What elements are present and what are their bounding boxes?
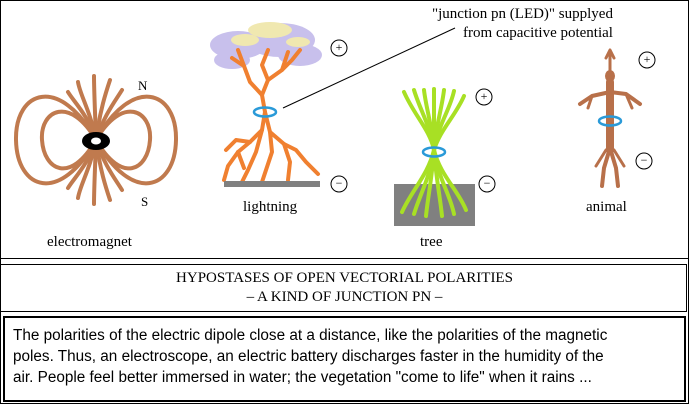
title-line-1: HYPOSTASES OF OPEN VECTORIAL POLARITIES xyxy=(176,270,513,286)
cloud xyxy=(210,22,322,69)
tree-minus-circle xyxy=(478,175,496,193)
lightning-plus-circle xyxy=(330,39,348,57)
animal-junction-ring xyxy=(597,115,623,127)
callout-pointer xyxy=(282,27,456,109)
lightning-junction-ring xyxy=(252,106,278,118)
lightning-label: lightning xyxy=(243,199,298,215)
animal-figure xyxy=(578,48,642,188)
lightning-bolt xyxy=(222,48,320,184)
tree-label: tree xyxy=(420,234,443,250)
animal-plus-circle xyxy=(638,51,656,69)
animal-plus-sign: + xyxy=(643,52,651,66)
tree-plus-circle xyxy=(475,88,493,106)
magnet-core-hole xyxy=(91,137,101,145)
junction-callout: "junction pn (LED)" supplyed from capaci… xyxy=(432,5,613,43)
electromagnet-label: electromagnet xyxy=(47,234,132,250)
south-pole-label: S xyxy=(141,194,149,209)
tree-minus-sign: − xyxy=(483,176,491,190)
description-box xyxy=(3,316,686,402)
lightning-plus-sign: + xyxy=(335,40,343,54)
lightning-minus-circle xyxy=(330,175,348,193)
north-pole-label: N xyxy=(138,78,148,93)
tree-plus-sign: + xyxy=(480,89,488,103)
animal-label: animal xyxy=(586,199,627,215)
title-box xyxy=(0,264,687,312)
lightning-minus-sign: − xyxy=(335,176,343,190)
description-text: The polarities of the electric dipole cl… xyxy=(13,327,608,386)
title-line-2: – A KIND OF JUNCTION PN – xyxy=(246,289,443,305)
callout-line-2: from capacitive potential xyxy=(463,25,613,41)
callout-line-1: "junction pn (LED)" supplyed xyxy=(432,6,613,22)
tree-junction-ring xyxy=(421,146,447,158)
animal-minus-circle xyxy=(635,152,653,170)
lightning-ground xyxy=(224,181,320,187)
animal-minus-sign: − xyxy=(640,153,648,167)
